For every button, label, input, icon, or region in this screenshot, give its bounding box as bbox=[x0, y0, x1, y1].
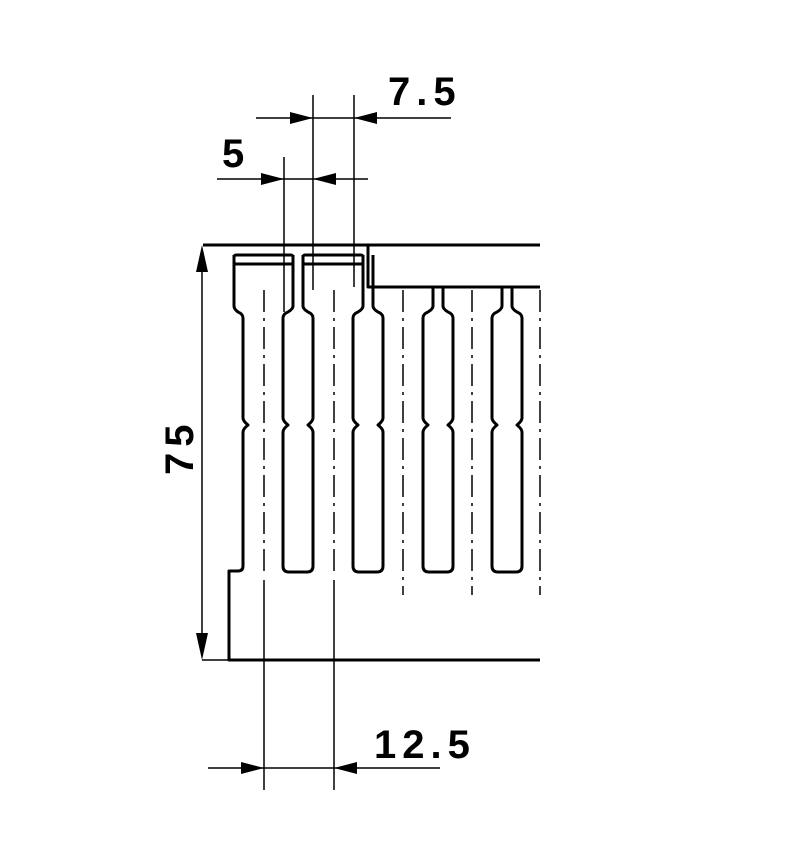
finger-width-label: 5 bbox=[222, 132, 250, 176]
pitch-label: 12.5 bbox=[374, 723, 476, 767]
arrow-right-icon bbox=[290, 112, 313, 124]
arrow-left-icon bbox=[354, 112, 377, 124]
finger-1 bbox=[281, 255, 315, 574]
arrow-right-icon bbox=[261, 173, 284, 185]
height-label: 75 bbox=[158, 419, 202, 476]
finger-4 bbox=[490, 287, 524, 574]
arrow-up-icon bbox=[196, 245, 208, 272]
slot-centerlines bbox=[263, 290, 541, 595]
duct-outline bbox=[203, 243, 541, 662]
arrow-left-icon bbox=[334, 762, 357, 774]
finger-3 bbox=[421, 287, 455, 574]
dimension-height: 75 bbox=[158, 245, 229, 661]
dimension-finger-width: 5 bbox=[217, 132, 368, 312]
finger-2 bbox=[351, 255, 385, 574]
arrow-down-icon bbox=[196, 633, 208, 660]
dimension-slot-width: 7.5 bbox=[256, 70, 462, 290]
arrow-left-icon bbox=[313, 173, 336, 185]
fingers bbox=[281, 255, 524, 574]
left-wall bbox=[227, 255, 540, 662]
cover-strip bbox=[366, 245, 540, 289]
dimension-pitch: 12.5 bbox=[208, 580, 476, 790]
slot-width-label: 7.5 bbox=[388, 70, 462, 114]
arrow-right-icon bbox=[241, 762, 264, 774]
